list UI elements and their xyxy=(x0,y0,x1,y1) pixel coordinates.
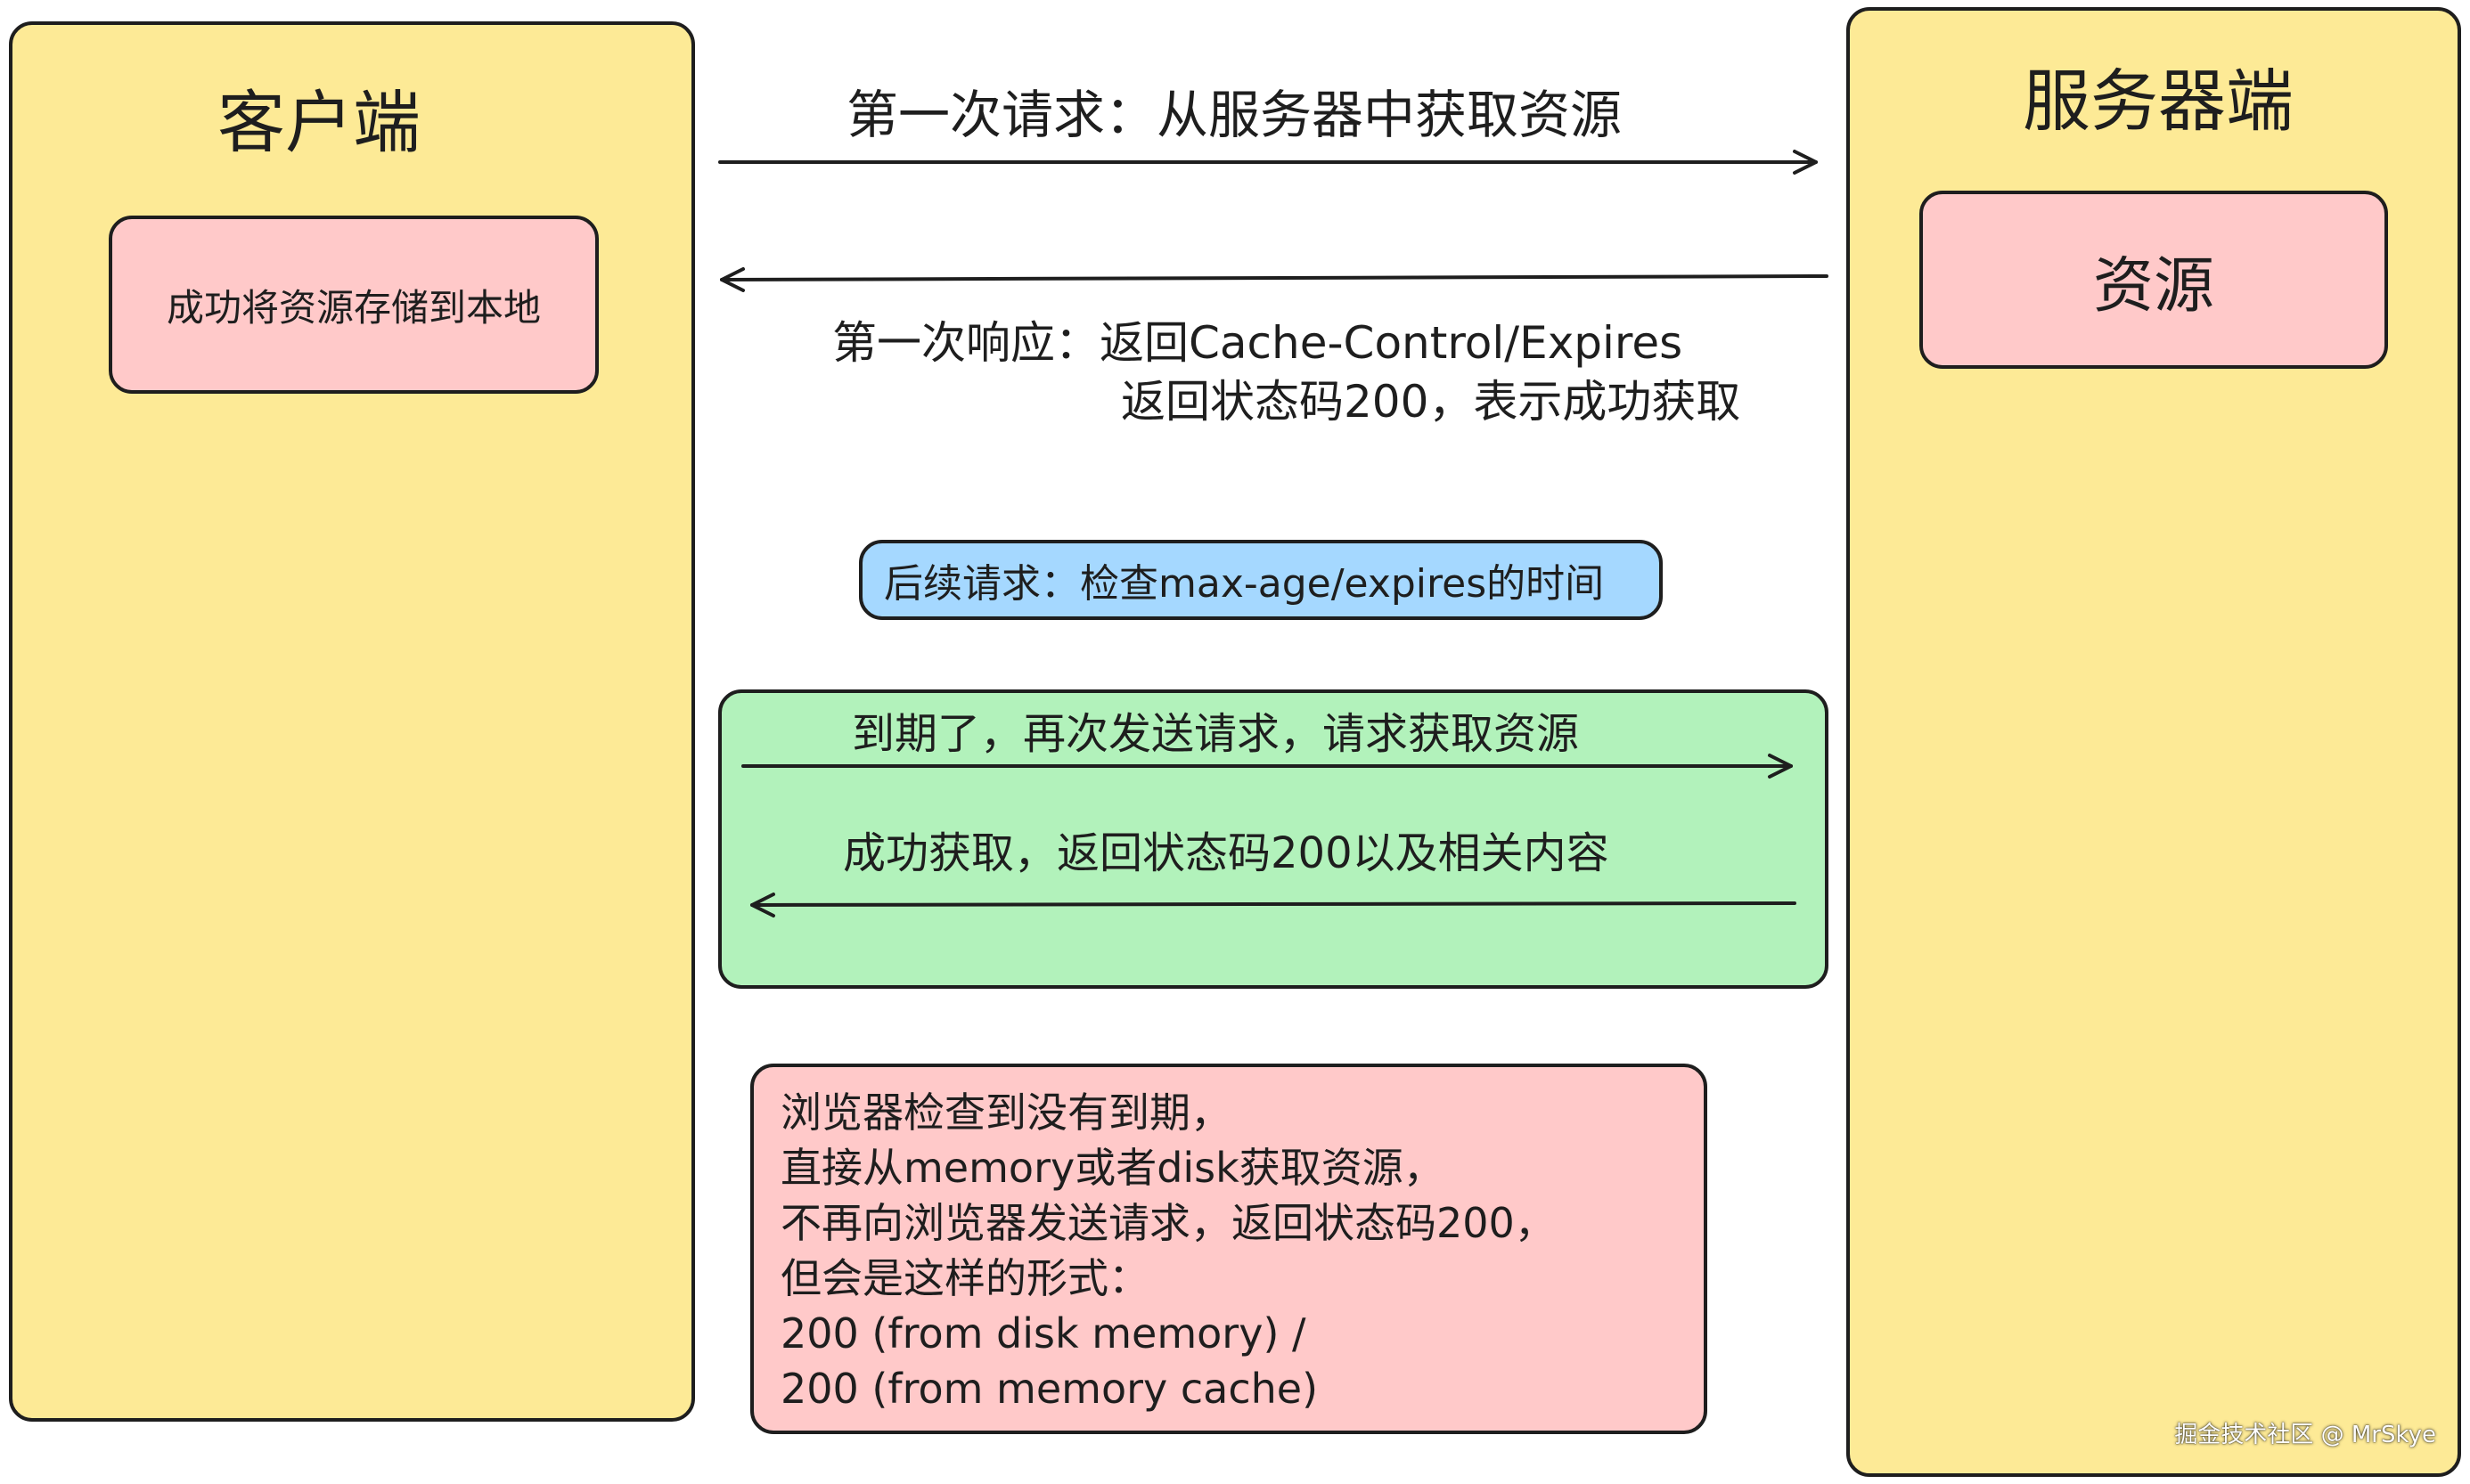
subsequent-request-label: 后续请求：检查max-age/expires的时间 xyxy=(884,561,1605,607)
not-expired-text: 浏览器检查到没有到期， 直接从memory或者disk获取资源， 不再向浏览器发… xyxy=(781,1085,1556,1416)
not-expired-line: 200 (from disk memory) / xyxy=(781,1309,1306,1358)
expired-response-label: 成功获取，返回状态码200以及相关内容 xyxy=(843,828,1609,878)
not-expired-line: 但会是这样的形式： xyxy=(781,1254,1149,1302)
not-expired-box: 浏览器检查到没有到期， 直接从memory或者disk获取资源， 不再向浏览器发… xyxy=(750,1064,1707,1434)
server-title: 服务器端 xyxy=(2023,61,2294,141)
first-response-line2: 返回状态码200，表示成功获取 xyxy=(1121,376,1741,428)
client-title: 客户端 xyxy=(217,83,421,162)
not-expired-line: 200 (from memory cache) xyxy=(781,1365,1319,1413)
not-expired-line: 直接从memory或者disk获取资源， xyxy=(781,1144,1444,1192)
server-resource-label: 资源 xyxy=(2092,250,2214,322)
not-expired-line: 浏览器检查到没有到期， xyxy=(781,1089,1231,1137)
first-request-label: 第一次请求：从服务器中获取资源 xyxy=(847,85,1623,145)
expired-request-label: 到期了，再次发送请求，请求获取资源 xyxy=(852,709,1580,759)
server-resource-box: 资源 xyxy=(1919,191,2388,369)
client-store-label: 成功将资源存储到本地 xyxy=(166,285,541,330)
subsequent-request-box: 后续请求：检查max-age/expires的时间 xyxy=(859,540,1663,620)
not-expired-line: 不再向浏览器发送请求，返回状态码200， xyxy=(781,1199,1556,1247)
expired-panel xyxy=(718,689,1828,989)
expired-response-arrow xyxy=(750,893,1796,917)
client-store-box: 成功将资源存储到本地 xyxy=(109,216,599,394)
first-response-arrow xyxy=(720,267,1828,292)
first-request-arrow xyxy=(718,150,1818,175)
first-response-line1: 第一次响应：返回Cache-Control/Expires xyxy=(832,317,1683,369)
watermark: 掘金技术社区 @ MrSkye xyxy=(2174,1422,2436,1448)
expired-request-arrow xyxy=(741,754,1793,779)
